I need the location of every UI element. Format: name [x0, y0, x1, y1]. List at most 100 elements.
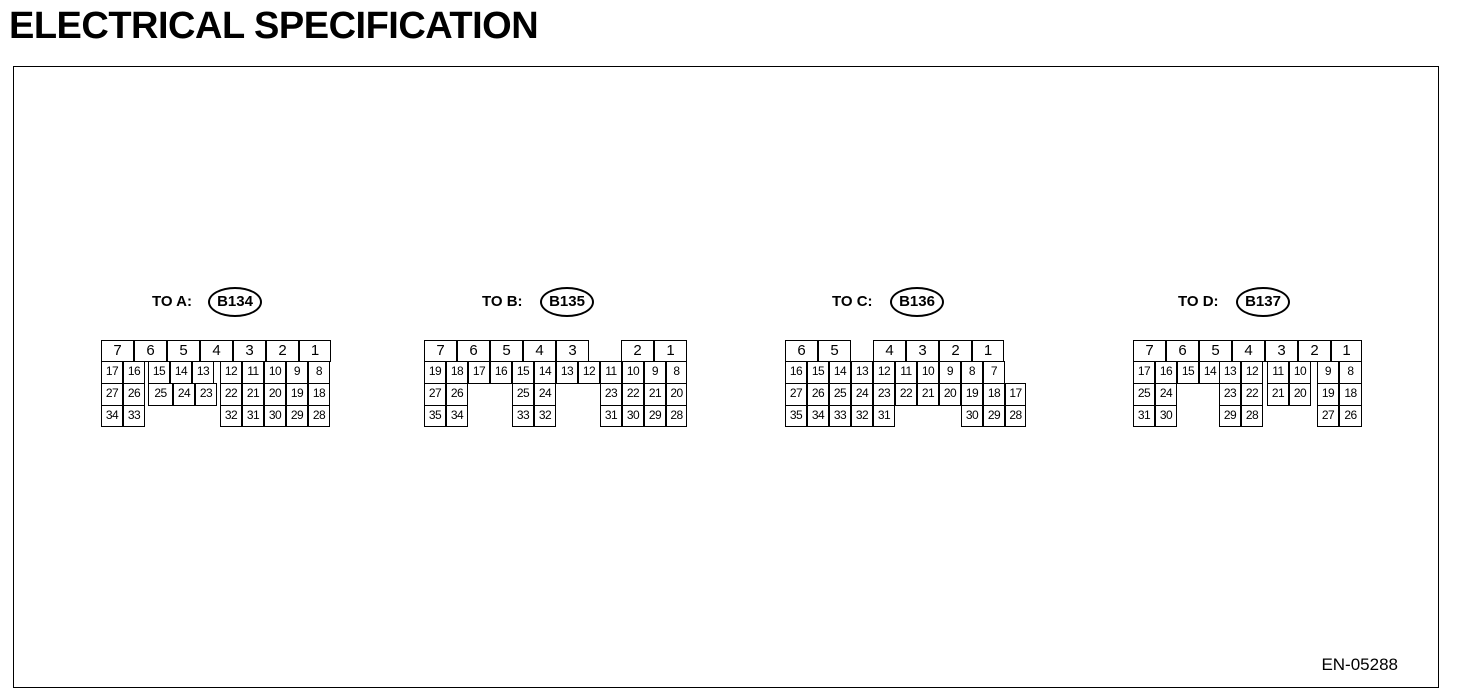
pin-cell: 21	[1267, 383, 1289, 406]
pin-cell: 26	[807, 383, 829, 406]
pin-cell: 2	[266, 340, 299, 362]
pin-cell: 29	[1219, 405, 1241, 427]
pin-cell: 16	[123, 361, 145, 384]
pin-cell: 25	[1133, 383, 1155, 406]
pin-cell: 3	[233, 340, 266, 362]
connector-label: TO D:	[1178, 293, 1219, 310]
pin-cell: 21	[917, 383, 939, 406]
pin-cell: 35	[424, 405, 446, 427]
pin-cell: 33	[512, 405, 534, 427]
pin-cell: 23	[1219, 383, 1241, 406]
pin-cell: 28	[666, 405, 687, 427]
pin-cell: 26	[446, 383, 468, 406]
pin-cell: 4	[1232, 340, 1265, 362]
pin-cell: 35	[785, 405, 807, 427]
pin-cell: 27	[1317, 405, 1339, 427]
pin-cell: 30	[961, 405, 983, 427]
pin-cell: 23	[873, 383, 895, 406]
pin-cell: 9	[939, 361, 961, 384]
pin-cell: 16	[785, 361, 807, 384]
pin-cell: 4	[873, 340, 906, 362]
pin-cell: 14	[534, 361, 556, 384]
pin-cell: 14	[170, 361, 192, 384]
diagram-frame: EN-05288	[13, 66, 1439, 688]
pin-cell: 25	[148, 383, 173, 406]
pin-cell: 29	[644, 405, 666, 427]
pin-cell: 2	[939, 340, 972, 362]
pin-cell: 1	[1331, 340, 1362, 362]
pin-cell: 20	[666, 383, 687, 406]
pin-cell: 34	[101, 405, 123, 427]
pin-cell: 18	[1339, 383, 1362, 406]
pin-cell: 2	[621, 340, 654, 362]
pin-cell: 7	[1133, 340, 1166, 362]
pin-cell: 15	[1177, 361, 1199, 384]
pin-cell: 32	[220, 405, 242, 427]
pin-cell: 34	[807, 405, 829, 427]
pin-cell: 18	[983, 383, 1005, 406]
pin-cell: 9	[1317, 361, 1339, 384]
pin-cell: 33	[123, 405, 145, 427]
pin-cell: 10	[1289, 361, 1311, 384]
pin-cell: 20	[264, 383, 286, 406]
pin-cell: 27	[101, 383, 123, 406]
pin-cell: 17	[101, 361, 123, 384]
connector-id-badge: B136	[890, 287, 944, 317]
pin-cell: 1	[654, 340, 687, 362]
pin-cell: 17	[468, 361, 490, 384]
pin-cell: 1	[299, 340, 331, 362]
pin-cell: 22	[622, 383, 644, 406]
pin-cell: 13	[192, 361, 214, 384]
pin-cell: 22	[220, 383, 242, 406]
pin-cell: 29	[286, 405, 308, 427]
pin-cell: 26	[123, 383, 145, 406]
pin-cell: 11	[242, 361, 264, 384]
pin-cell: 34	[446, 405, 468, 427]
pin-cell: 25	[512, 383, 534, 406]
pin-cell: 33	[829, 405, 851, 427]
pin-cell: 7	[424, 340, 457, 362]
figure-code: EN-05288	[1321, 655, 1398, 674]
pin-cell: 26	[1339, 405, 1362, 427]
pin-cell: 9	[644, 361, 666, 384]
pin-cell: 6	[134, 340, 167, 362]
pin-cell: 24	[851, 383, 873, 406]
pin-cell: 14	[1199, 361, 1221, 384]
pin-cell: 13	[556, 361, 578, 384]
pin-cell: 1	[972, 340, 1004, 362]
pin-cell: 17	[1133, 361, 1155, 384]
pin-cell: 23	[600, 383, 622, 406]
pin-cell: 22	[1241, 383, 1263, 406]
pin-cell: 31	[600, 405, 622, 427]
pin-cell: 12	[873, 361, 895, 384]
pin-cell: 5	[490, 340, 523, 362]
pin-cell: 23	[195, 383, 217, 406]
pin-cell: 6	[1166, 340, 1199, 362]
pin-cell: 30	[1155, 405, 1177, 427]
pin-cell: 15	[148, 361, 170, 384]
pin-cell: 13	[851, 361, 873, 384]
pin-cell: 20	[1289, 383, 1311, 406]
pin-cell: 11	[1267, 361, 1289, 384]
pin-cell: 11	[895, 361, 917, 384]
pin-cell: 10	[917, 361, 939, 384]
pin-cell: 12	[1241, 361, 1263, 384]
pin-cell: 19	[424, 361, 446, 384]
pin-cell: 5	[1199, 340, 1232, 362]
pin-cell: 28	[1005, 405, 1026, 427]
connector-id-badge: B134	[208, 287, 262, 317]
pin-cell: 9	[286, 361, 308, 384]
connector-id-badge: B135	[540, 287, 594, 317]
pin-cell: 12	[220, 361, 242, 384]
pin-cell: 22	[895, 383, 917, 406]
pin-cell: 15	[512, 361, 534, 384]
pin-cell: 18	[446, 361, 468, 384]
pin-cell: 24	[173, 383, 195, 406]
pin-cell: 29	[983, 405, 1005, 427]
pin-cell: 18	[308, 383, 330, 406]
pin-cell: 19	[1317, 383, 1339, 406]
pin-cell: 8	[666, 361, 687, 384]
pin-cell: 24	[534, 383, 556, 406]
pin-cell: 19	[961, 383, 983, 406]
pin-cell: 30	[622, 405, 644, 427]
